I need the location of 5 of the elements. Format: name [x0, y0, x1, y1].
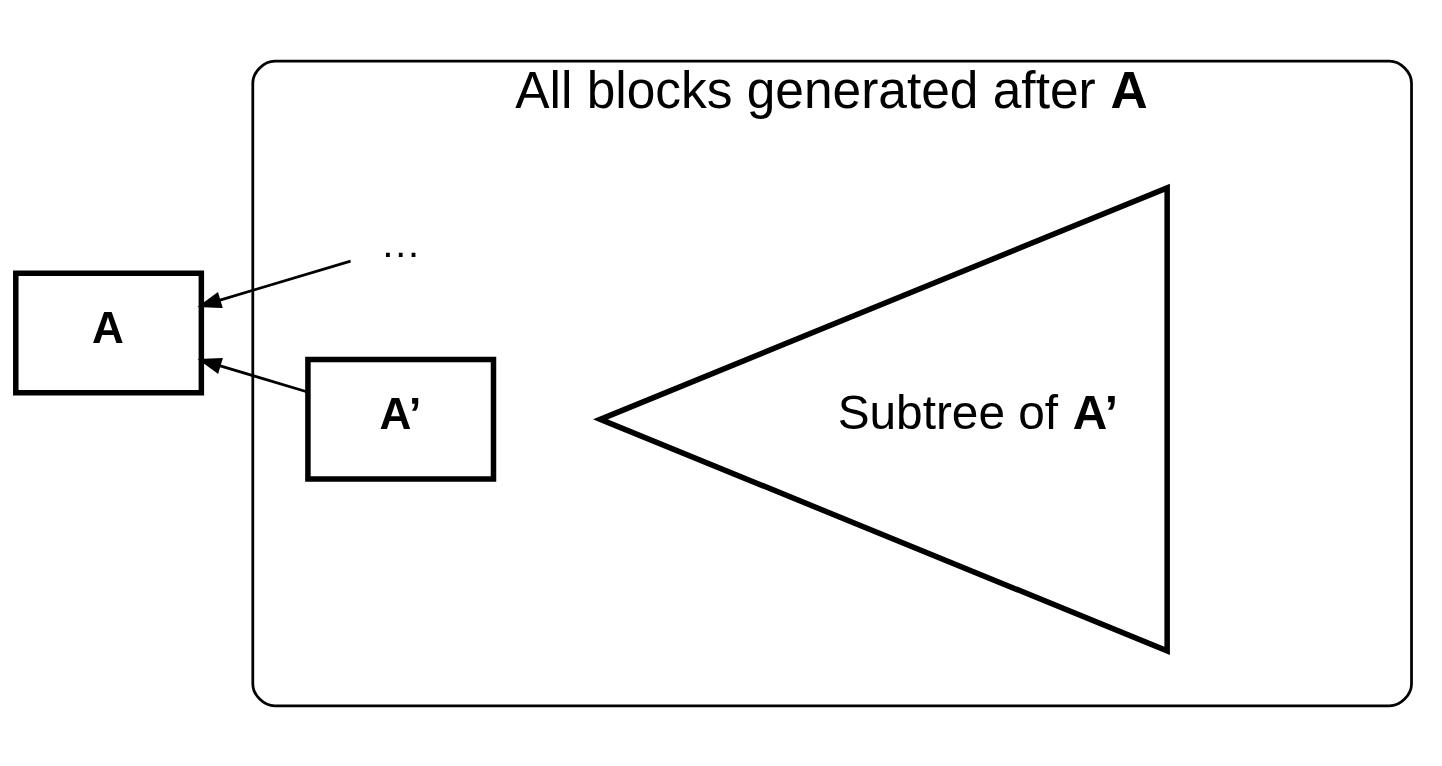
node-box: A [13, 270, 205, 395]
arrow [197, 259, 351, 308]
node-box: A’ [305, 356, 497, 482]
node-text: … [380, 219, 421, 266]
arrow [197, 357, 308, 393]
